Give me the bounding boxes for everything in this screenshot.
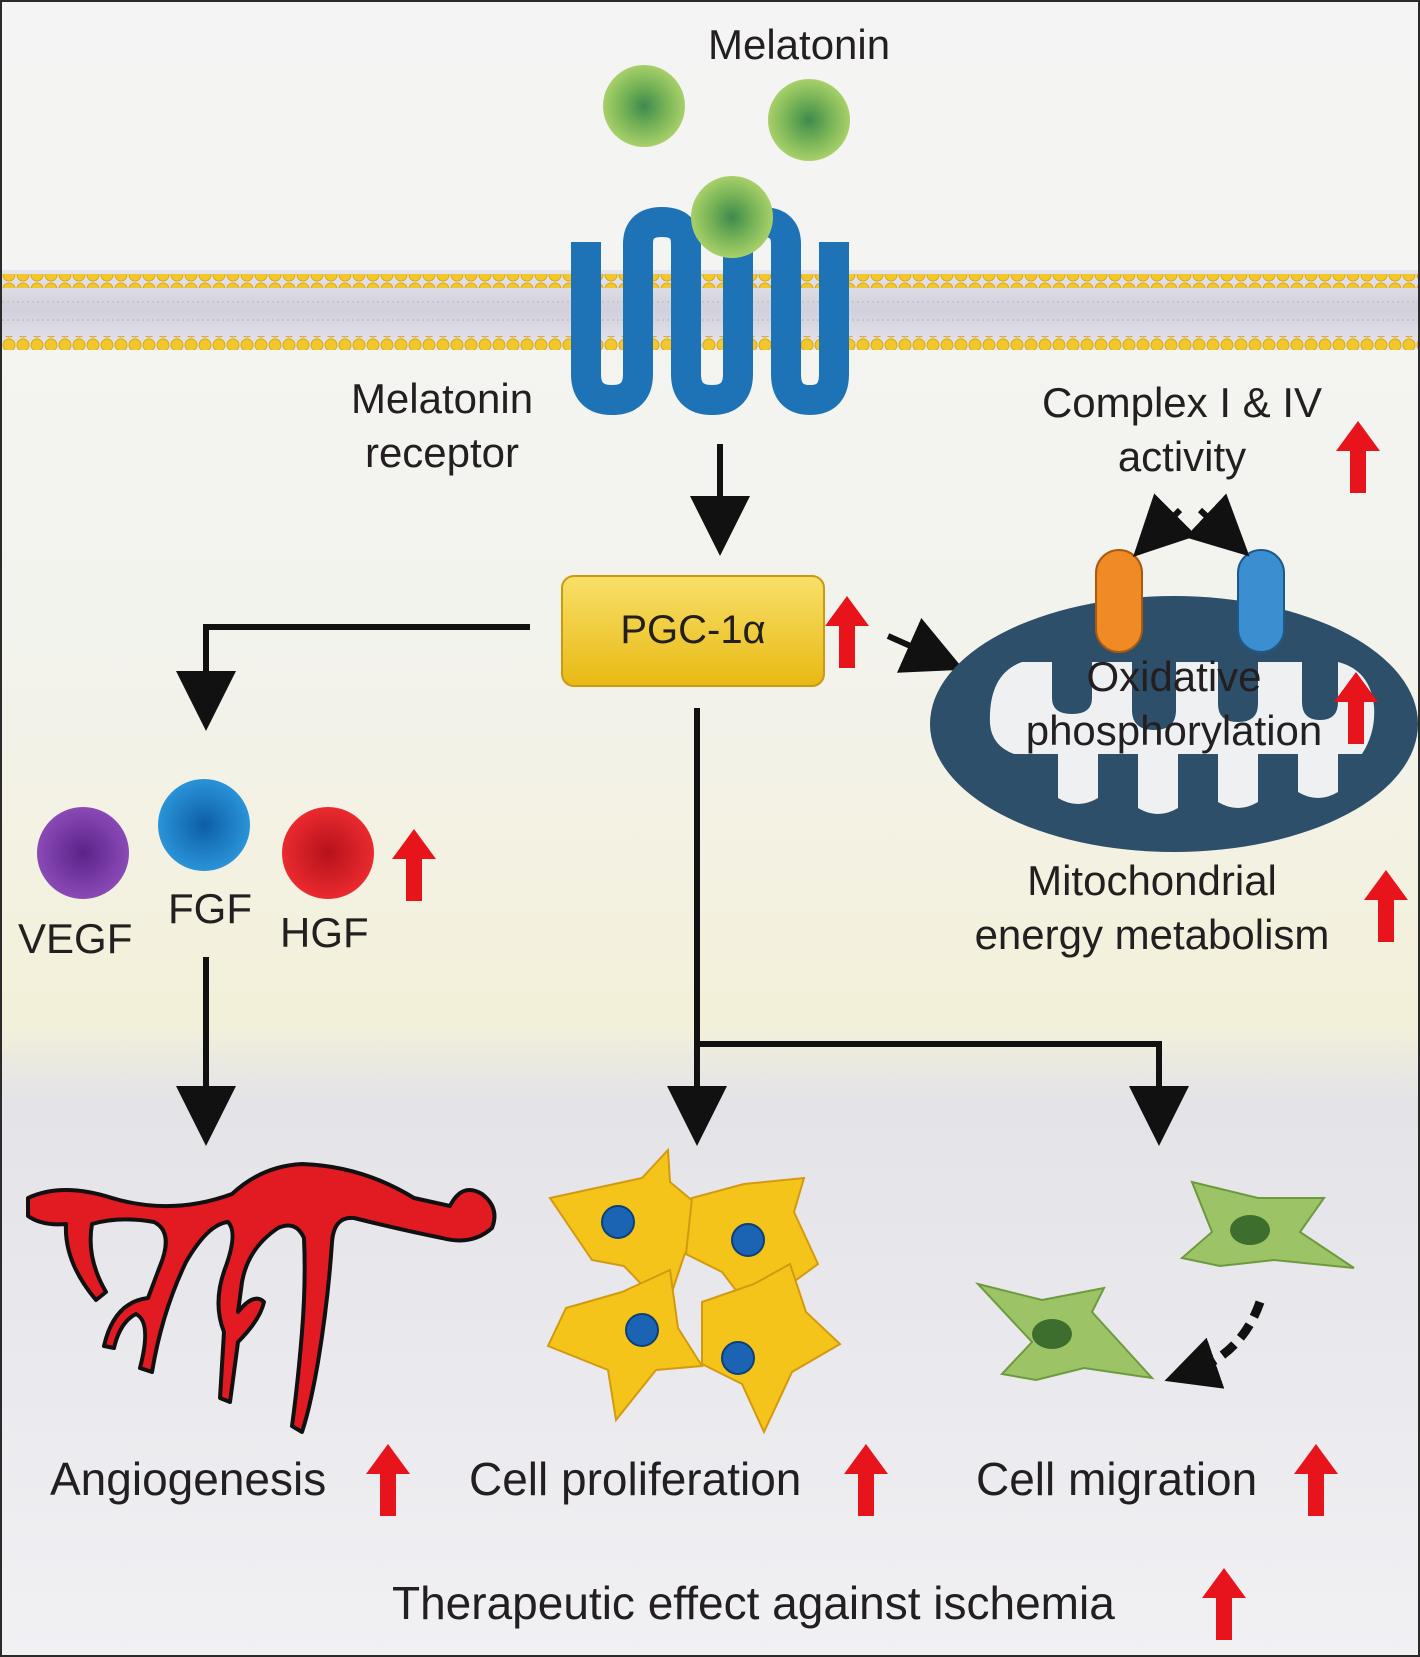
angiogenesis-label: Angiogenesis <box>50 1453 327 1505</box>
vegf-label: VEGF <box>18 915 133 962</box>
migrating-cells-icon <box>974 1180 1355 1389</box>
mitochondrion-icon <box>930 596 1418 852</box>
red-up-arrow-icon <box>844 1444 888 1516</box>
mito-label-line1: Mitochondrial <box>1027 857 1277 904</box>
receptor-label-line1: Melatonin <box>350 375 534 422</box>
cell-proliferation-label: Cell proliferation <box>469 1453 802 1505</box>
fgf-molecule-icon <box>158 779 250 871</box>
receptor-label-line2: receptor <box>364 429 520 476</box>
complex-activity-arrow-right <box>1185 493 1250 557</box>
hgf-label: HGF <box>280 909 369 956</box>
complex-activity-arrow-left <box>1133 493 1197 557</box>
red-up-arrow-icon <box>366 1444 410 1516</box>
cell-migration-label: Cell migration <box>976 1453 1258 1505</box>
migration-branch-arrow <box>697 1041 1189 1146</box>
mito-label-line2: energy metabolism <box>974 911 1330 958</box>
red-up-arrow-icon <box>1294 1444 1338 1516</box>
oxphos-label-line2: phosphorylation <box>1025 707 1323 754</box>
complex-i-icon <box>1095 549 1143 653</box>
melatonin-molecule-icon <box>691 176 773 258</box>
hgf-molecule-icon <box>282 807 374 899</box>
complex-label-line1: Complex I & IV <box>1041 379 1323 426</box>
red-up-arrow-icon <box>825 596 869 668</box>
oxphos-label-line1: Oxidative <box>1086 653 1262 700</box>
red-up-arrow-icon <box>392 829 436 901</box>
melatonin-molecule-icon <box>603 65 685 147</box>
complex-label-line2: activity <box>1117 433 1247 480</box>
melatonin-molecule-icon <box>768 79 850 161</box>
complex-iv-icon <box>1237 549 1285 653</box>
proliferating-cells-icon <box>546 1147 842 1435</box>
vegf-molecule-icon <box>37 807 129 899</box>
melatonin-label: Melatonin <box>708 21 891 68</box>
cell-membrane <box>2 270 1418 350</box>
pgc-label: PGC-1α <box>620 608 766 652</box>
blood-vessel-icon <box>26 1162 497 1434</box>
fgf-label: FGF <box>168 885 252 932</box>
pgc-box <box>561 575 825 687</box>
pgc-to-growth-factors-arrow <box>176 624 530 731</box>
red-up-arrow-icon <box>1202 1568 1246 1640</box>
therapeutic-effect-label: Therapeutic effect against ischemia <box>392 1577 1115 1629</box>
pgc-to-mitochondria-arrow <box>886 617 964 673</box>
gpcr-receptor-icon <box>571 207 849 415</box>
